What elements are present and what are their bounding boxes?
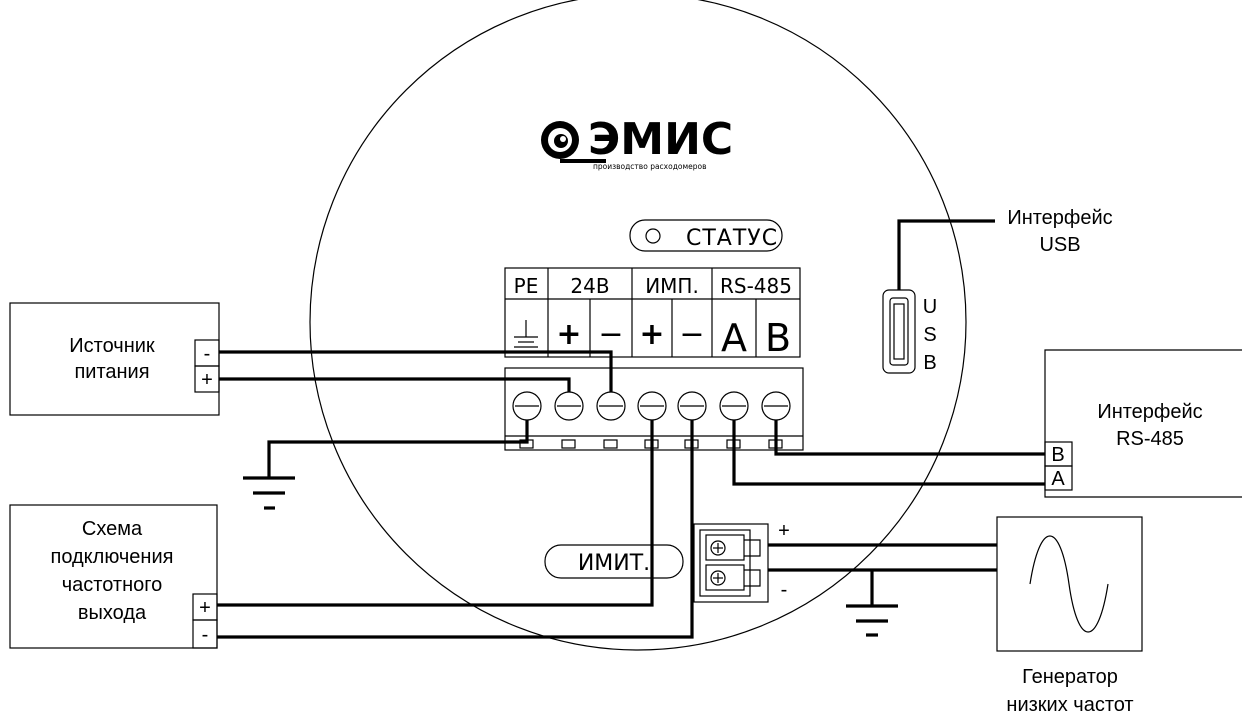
rs485-pin-a: A — [1051, 468, 1065, 490]
rs485-line1: Интерфейс — [1097, 401, 1202, 423]
rs485-pin-b: B — [1051, 444, 1064, 466]
sine-wave-icon — [1029, 535, 1109, 633]
imit-label: ИМИТ. — [578, 551, 650, 576]
wire-freq-plus — [217, 420, 654, 607]
emis-logo: ЭМИС производство расходомеров — [541, 114, 733, 171]
power-pin-minus: - — [204, 343, 211, 365]
usb-interface-line1: Интерфейс — [1007, 207, 1112, 229]
device-housing — [309, 0, 967, 651]
usb-letter-u: U — [923, 296, 937, 318]
usb-port: U S B — [882, 289, 937, 374]
symbol-24v-minus: − — [598, 317, 623, 352]
status-led-icon — [645, 228, 661, 244]
generator-box: Генератор низких частот — [996, 516, 1143, 716]
generator-pin-plus: + — [778, 520, 790, 542]
wire-usb — [897, 219, 995, 290]
status-indicator: СТАТУС — [629, 219, 783, 252]
freq-output-box: Схема подключения частотного выхода + - — [9, 504, 218, 649]
symbol-rs485-a: A — [721, 316, 747, 360]
freq-output-line1: Схема — [82, 518, 143, 540]
wires — [217, 219, 1045, 639]
imit-label-box: ИМИТ. — [544, 544, 684, 579]
header-24v: 24В — [570, 274, 609, 298]
logo-swirl-icon — [541, 121, 606, 163]
rs485-interface-box: Интерфейс RS-485 B A — [1044, 349, 1242, 498]
wire-freq-minus — [217, 420, 694, 639]
generator-line2: низких частот — [1006, 694, 1133, 716]
terminal-screw-24v-minus — [596, 391, 626, 449]
terminal-screw-24v-plus — [554, 391, 584, 449]
generator-line1: Генератор — [1022, 666, 1118, 688]
status-label: СТАТУС — [686, 226, 778, 251]
freq-output-line4: выхода — [78, 602, 147, 624]
generator-pin-minus: - — [781, 579, 788, 601]
logo-brand: ЭМИС — [588, 114, 733, 165]
freq-output-line3: частотного — [62, 574, 162, 596]
usb-interface-line2: USB — [1039, 234, 1080, 256]
freq-output-line2: подключения — [51, 546, 174, 568]
wire-rs485-b — [774, 420, 1045, 456]
terminal-label-table: PE 24В ИМП. RS-485 + − + − A B — [504, 267, 801, 360]
symbol-24v-plus: + — [556, 317, 581, 352]
power-source-line2: питания — [74, 361, 149, 383]
power-source-box: Источник питания - + — [9, 302, 220, 416]
power-pin-plus: + — [201, 369, 213, 391]
wire-rs485-a — [732, 420, 1045, 486]
ground-symbol-icon — [514, 320, 538, 348]
logo-tagline: производство расходомеров — [593, 162, 707, 171]
wire-pe-ground — [267, 420, 529, 477]
header-pe: PE — [514, 274, 539, 298]
wire-power-minus — [219, 350, 613, 392]
header-imp: ИМП. — [645, 274, 699, 298]
wire-power-plus — [219, 377, 571, 392]
usb-letter-s: S — [923, 324, 936, 346]
usb-letter-b: B — [923, 352, 936, 374]
imit-connector — [693, 523, 769, 603]
rs485-line2: RS-485 — [1116, 428, 1184, 450]
symbol-rs485-b: B — [765, 316, 791, 360]
symbol-imp-minus: − — [679, 317, 704, 352]
ground-icon — [243, 476, 295, 510]
header-rs485: RS-485 — [720, 274, 792, 298]
power-source-line1: Источник — [69, 335, 155, 357]
ground-icon — [846, 604, 898, 637]
symbol-imp-plus: + — [639, 317, 664, 352]
freq-pin-plus: + — [199, 597, 211, 619]
freq-pin-minus: - — [202, 624, 209, 646]
